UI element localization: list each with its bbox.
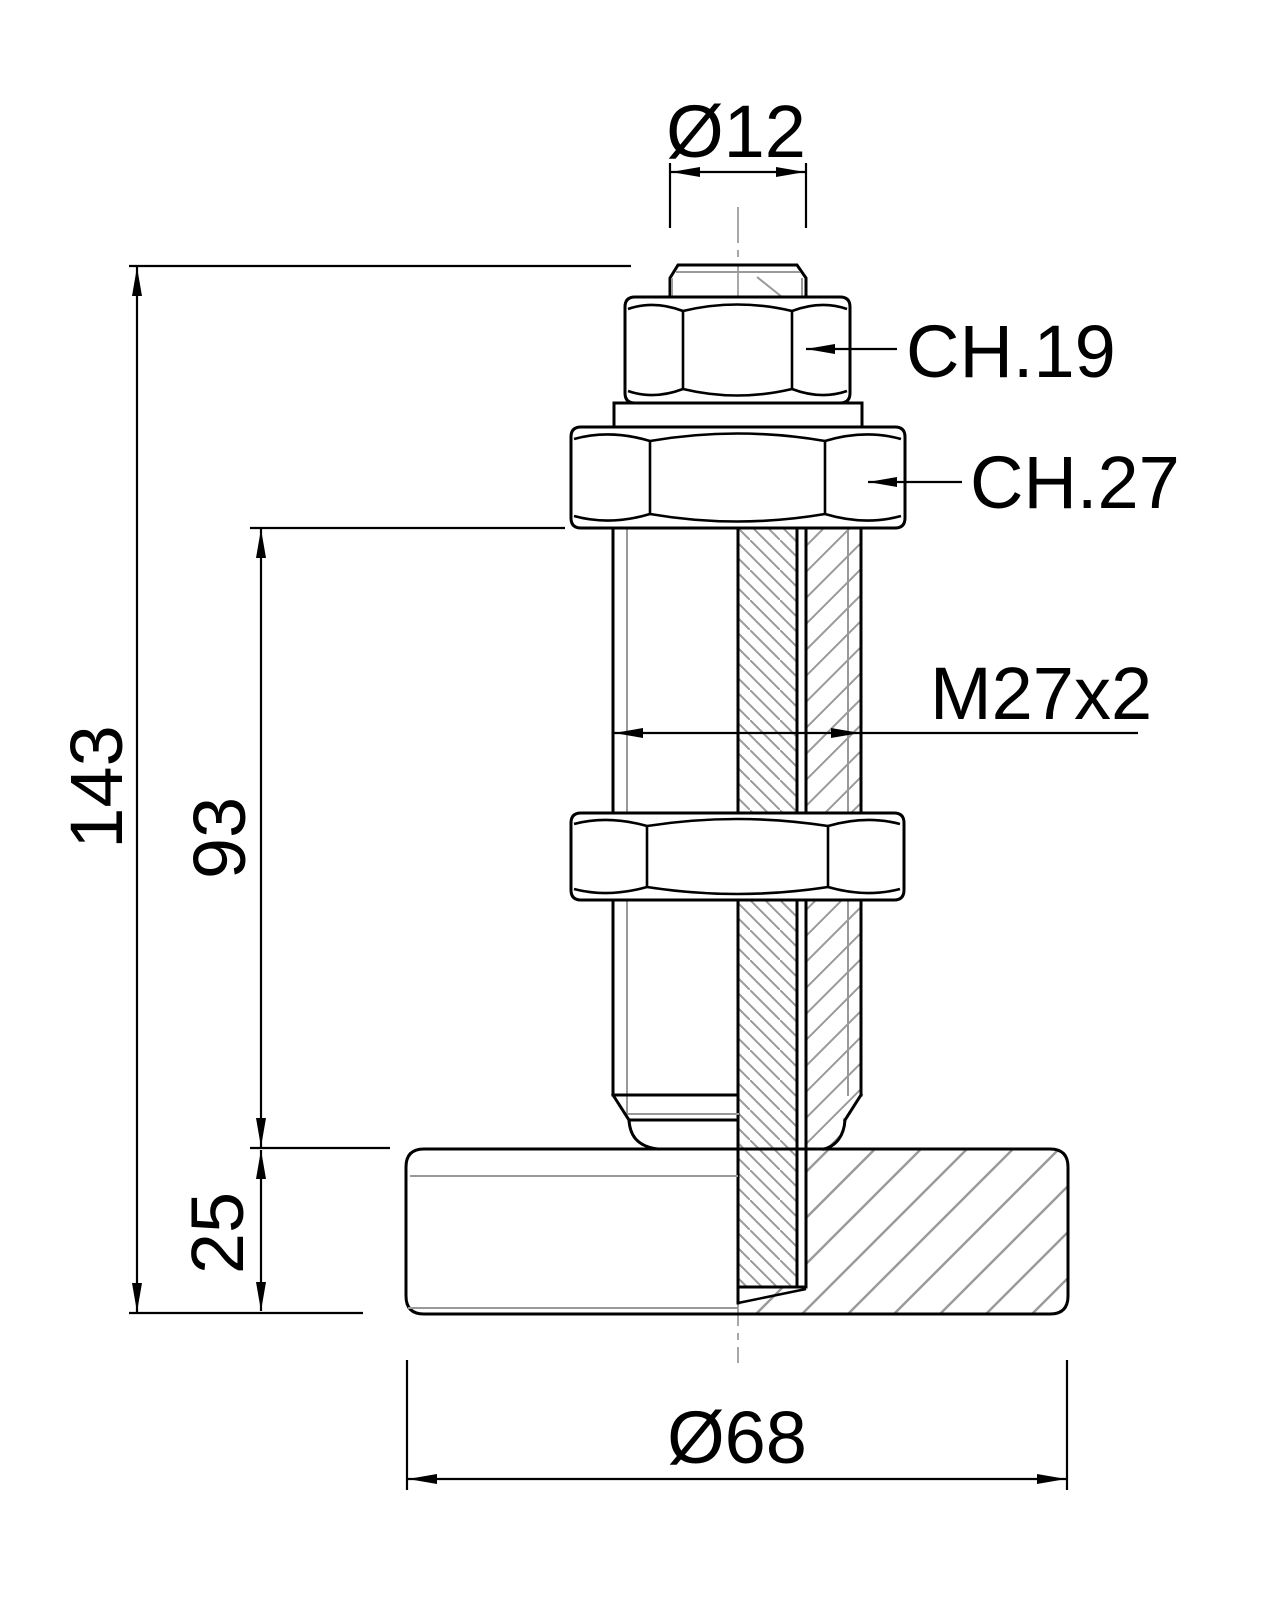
arrow-up-icon <box>256 1150 266 1179</box>
arrow-down-icon <box>132 1283 142 1312</box>
arrow-right-icon <box>831 728 860 738</box>
callout-mid-nut: CH.27 <box>868 441 1180 524</box>
arrow-down-icon <box>256 1282 266 1311</box>
label-stud-length: 93 <box>178 797 261 879</box>
threaded-shaft-lower <box>610 898 864 1305</box>
stud-core-hatch-lower <box>738 900 797 1149</box>
dim-overall-height: 143 <box>55 264 631 1315</box>
dim-stud-length: 93 <box>178 526 565 1150</box>
arrow-up-icon <box>132 267 142 296</box>
arrow-up-icon <box>256 529 266 558</box>
section-hatching <box>738 528 1068 1314</box>
drill-cone <box>737 1287 807 1305</box>
arrow-left-icon <box>408 1474 437 1484</box>
arrow-left-icon <box>806 344 835 354</box>
washer <box>612 401 864 429</box>
base-foot <box>404 1147 1070 1316</box>
base-hatch <box>738 1149 1068 1314</box>
hex-lock-nut <box>569 811 906 902</box>
label-mid-nut-wrench: CH.27 <box>970 441 1180 524</box>
arrow-right-icon <box>776 167 805 177</box>
callout-top-nut: CH.19 <box>806 310 1116 393</box>
callout-thread-spec: M27x2 <box>614 652 1152 738</box>
dim-stud-tip-diameter: Ø12 <box>666 90 808 228</box>
arrow-down-icon <box>256 1118 266 1147</box>
arrow-right-icon <box>1037 1474 1066 1484</box>
stud-tip <box>668 263 808 298</box>
base-outline <box>404 1147 1070 1316</box>
label-overall-height: 143 <box>55 725 138 848</box>
stud-core-hatch-recess <box>738 1149 797 1287</box>
stud-core-hatch-upper <box>738 528 797 813</box>
dim-base-diameter: Ø68 <box>405 1360 1069 1490</box>
label-thread-spec: M27x2 <box>930 652 1152 735</box>
dimensions: Ø12 143 93 25 <box>55 90 1180 1490</box>
arrow-left-icon <box>671 167 700 177</box>
arrow-left-icon <box>614 728 643 738</box>
threaded-shaft-upper <box>611 526 863 815</box>
sleeve-hatch-upper <box>806 528 861 813</box>
label-base-diameter: Ø68 <box>667 1396 807 1479</box>
dim-base-thickness: 25 <box>176 1150 266 1311</box>
hex-nut-ch27 <box>569 425 907 530</box>
label-top-nut-wrench: CH.19 <box>906 310 1116 393</box>
label-base-thickness: 25 <box>176 1192 259 1274</box>
arrow-left-icon <box>868 477 897 487</box>
label-stud-tip-diameter: Ø12 <box>666 90 806 173</box>
